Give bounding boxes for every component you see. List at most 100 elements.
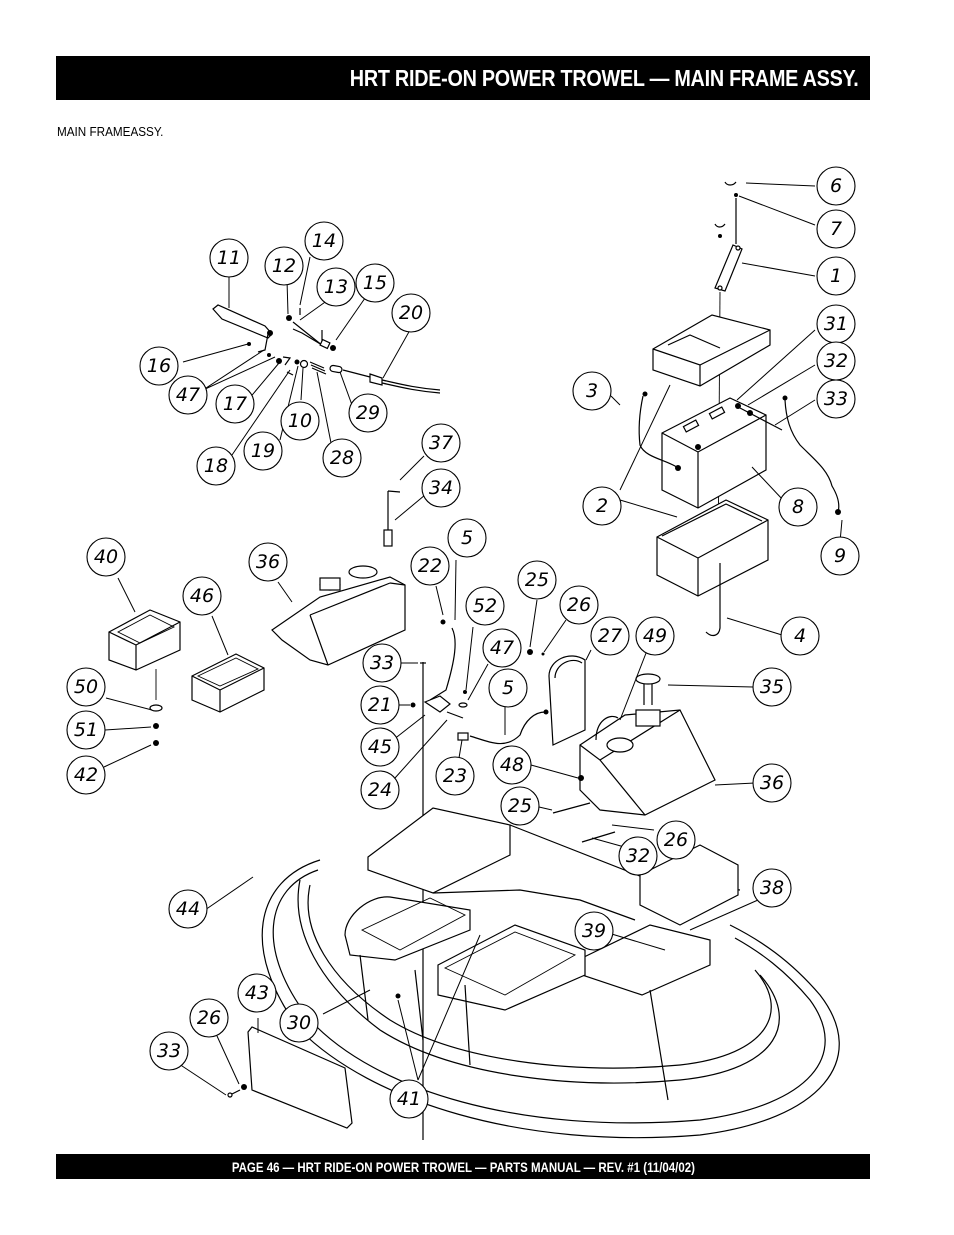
throttle-lever	[212, 304, 441, 394]
callout-label: 29	[356, 402, 380, 424]
callout-label: 8	[792, 496, 804, 518]
section-label: MAIN FRAMEASSY.	[57, 124, 164, 139]
callout-label: 17	[223, 393, 247, 415]
page-title: HRT RIDE-ON POWER TROWEL — MAIN FRAME AS…	[349, 64, 858, 91]
callout-9: 9	[820, 536, 860, 576]
callout-label: 7	[830, 218, 842, 240]
callout-label: 31	[824, 313, 848, 335]
callout-label: 2	[596, 495, 608, 517]
callout-20: 20	[391, 293, 431, 333]
callout-label: 51	[74, 719, 98, 741]
callout-label: 4	[794, 625, 806, 647]
callout-label: 20	[399, 302, 423, 324]
callout-38: 38	[752, 868, 792, 908]
callout-19: 19	[243, 431, 283, 471]
callout-46: 46	[182, 576, 222, 616]
callout-33-bottom: 33	[149, 1031, 189, 1071]
callout-12: 12	[264, 246, 304, 286]
callout-label: 16	[147, 355, 171, 377]
callout-3: 3	[572, 371, 612, 411]
callout-10: 10	[280, 401, 320, 441]
callout-label: 48	[500, 754, 524, 776]
tank-left	[271, 490, 406, 666]
callout-label: 41	[397, 1088, 421, 1110]
callout-28: 28	[322, 438, 362, 478]
callout-47: 47	[168, 375, 208, 415]
callout-37: 37	[421, 423, 461, 463]
callout-25-upper: 25	[517, 560, 557, 600]
callout-label: 34	[429, 477, 453, 499]
callout-label: 33	[157, 1040, 181, 1062]
callout-label: 45	[368, 736, 392, 758]
callout-32: 32	[816, 341, 856, 381]
callout-40: 40	[86, 537, 126, 577]
callout-29: 29	[348, 393, 388, 433]
callout-15: 15	[355, 263, 395, 303]
callout-33-middle: 33	[362, 643, 402, 683]
callout-17: 17	[215, 384, 255, 424]
callout-label: 15	[363, 272, 387, 294]
callout-label: 42	[74, 764, 98, 786]
callout-label: 30	[287, 1012, 311, 1034]
callout-label: 43	[245, 982, 269, 1004]
callout-label: 27	[598, 625, 622, 647]
callout-label: 36	[760, 772, 784, 794]
callout-22: 22	[410, 546, 450, 586]
callout-label: 9	[834, 545, 846, 567]
callout-23: 23	[435, 756, 475, 796]
callout-label: 32	[626, 845, 650, 867]
callout-35: 35	[752, 667, 792, 707]
callout-24: 24	[360, 770, 400, 810]
callout-26-upper: 26	[559, 585, 599, 625]
callout-label: 5	[461, 527, 473, 549]
battery-tray	[656, 499, 769, 637]
seat-bracket	[527, 649, 586, 746]
callout-label: 50	[74, 676, 98, 698]
callout-label: 44	[176, 898, 200, 920]
callout-label: 13	[324, 276, 348, 298]
callout-label: 10	[288, 410, 312, 432]
callout-42: 42	[66, 755, 106, 795]
callout-label: 26	[567, 594, 591, 616]
callout-4: 4	[780, 616, 820, 656]
callout-26-lower: 26	[656, 820, 696, 860]
callout-label: 35	[760, 676, 784, 698]
callout-label: 32	[824, 350, 848, 372]
callout-26-bottom: 26	[189, 998, 229, 1038]
callout-label: 1	[830, 265, 842, 287]
callout-label: 46	[190, 585, 214, 607]
callout-31: 31	[816, 304, 856, 344]
callout-52: 52	[465, 586, 505, 626]
callout-25-lower: 25	[500, 786, 540, 826]
callout-5-upper: 5	[447, 518, 487, 558]
callout-label: 37	[429, 432, 453, 454]
callout-label: 24	[368, 779, 392, 801]
callout-13: 13	[316, 267, 356, 307]
callout-label: 39	[582, 920, 606, 942]
callout-label: 5	[502, 677, 514, 699]
callout-43: 43	[237, 973, 277, 1013]
callout-47-middle: 47	[482, 628, 522, 668]
callout-18: 18	[196, 446, 236, 486]
callout-label: 47	[490, 637, 514, 659]
callout-label: 21	[368, 694, 392, 716]
callout-16: 16	[139, 346, 179, 386]
callout-49: 49	[635, 616, 675, 656]
callout-45: 45	[360, 727, 400, 767]
callout-label: 18	[204, 455, 228, 477]
callout-36-left: 36	[248, 542, 288, 582]
callout-label: 33	[370, 652, 394, 674]
callout-8: 8	[778, 487, 818, 527]
callout-32-lower: 32	[618, 836, 658, 876]
callout-label: 38	[760, 877, 784, 899]
callout-2: 2	[582, 486, 622, 526]
callout-label: 6	[830, 175, 842, 197]
floor-mat-46	[191, 653, 265, 713]
callout-44: 44	[168, 889, 208, 929]
callout-27: 27	[590, 616, 630, 656]
parts-artwork	[108, 181, 841, 1140]
callout-36-right: 36	[752, 763, 792, 803]
callout-label: 49	[643, 625, 667, 647]
callout-label: 36	[256, 551, 280, 573]
